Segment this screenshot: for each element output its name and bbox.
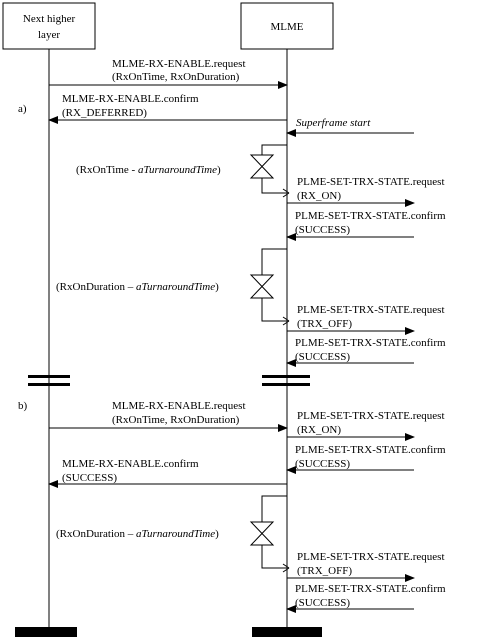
a-enable-request-message: MLME-RX-ENABLE.request (RxOnTime, RxOnDu… [49,58,288,89]
a-delay-2-label: (RxOnDuration – aTurnaroundTime) [56,281,219,293]
higher-layer-label-line1: Next higher [23,13,76,25]
higher-layer-box: Next higher layer [2,2,96,50]
a-enable-confirm-message: MLME-RX-ENABLE.confirm (RX_DEFERRED) [48,93,287,124]
a-set-trx-confirm-1-label: PLME-SET-TRX-STATE.confirm [295,210,446,222]
mlme-label: MLME [271,21,304,33]
a-set-trx-confirm-2-params: (SUCCESS) [295,351,350,363]
b-set-trx-confirm-2-message: PLME-SET-TRX-STATE.confirm (SUCCESS) [286,583,446,613]
b-delay-label: (RxOnDuration – aTurnaroundTime) [56,528,219,540]
a-set-trx-request-1-message: PLME-SET-TRX-STATE.request (RX_ON) [287,176,445,207]
b-enable-confirm-message: MLME-RX-ENABLE.confirm (SUCCESS) [48,458,287,488]
b-enable-request-message: MLME-RX-ENABLE.request (RxOnTime, RxOnDu… [49,400,288,432]
a-enable-request-label: MLME-RX-ENABLE.request [112,58,246,70]
mlme-box: MLME [240,2,334,50]
a-set-trx-confirm-2-message: PLME-SET-TRX-STATE.confirm (SUCCESS) [286,337,446,367]
b-set-trx-confirm-2-params: (SUCCESS) [295,597,350,609]
a-set-trx-confirm-2-label: PLME-SET-TRX-STATE.confirm [295,337,446,349]
a-set-trx-request-2-message: PLME-SET-TRX-STATE.request (TRX_OFF) [287,304,445,335]
b-set-trx-confirm-1-label: PLME-SET-TRX-STATE.confirm [295,444,446,456]
b-enable-confirm-params: (SUCCESS) [62,472,117,484]
b-delay-timer: (RxOnDuration – aTurnaroundTime) [56,495,290,573]
b-enable-request-params: (RxOnTime, RxOnDuration) [112,414,240,426]
a-set-trx-confirm-1-message: PLME-SET-TRX-STATE.confirm (SUCCESS) [286,210,446,241]
a-set-trx-request-2-params: (TRX_OFF) [297,318,352,330]
b-set-trx-request-2-message: PLME-SET-TRX-STATE.request (TRX_OFF) [287,551,445,582]
a-delay-1-timer: (RxOnTime - aTurnaroundTime) [76,144,290,198]
section-a-label: a) [18,103,27,115]
a-set-trx-request-1-params: (RX_ON) [297,190,341,202]
mlme-end-bar [252,627,322,637]
a-superframe-start-label: Superframe start [296,117,371,129]
a-enable-request-params: (RxOnTime, RxOnDuration) [112,71,240,83]
b-set-trx-request-2-params: (TRX_OFF) [297,565,352,577]
b-set-trx-confirm-2-label: PLME-SET-TRX-STATE.confirm [295,583,446,595]
b-set-trx-request-1-label: PLME-SET-TRX-STATE.request [297,410,445,422]
b-enable-request-label: MLME-RX-ENABLE.request [112,400,246,412]
higher-layer-label-line2: layer [38,29,60,41]
b-set-trx-request-2-label: PLME-SET-TRX-STATE.request [297,551,445,563]
a-delay-2-timer: (RxOnDuration – aTurnaroundTime) [56,248,290,326]
b-set-trx-confirm-1-message: PLME-SET-TRX-STATE.confirm (SUCCESS) [286,444,446,474]
a-set-trx-confirm-1-params: (SUCCESS) [295,224,350,236]
b-set-trx-confirm-1-params: (SUCCESS) [295,458,350,470]
b-set-trx-request-1-message: PLME-SET-TRX-STATE.request (RX_ON) [287,410,445,441]
a-delay-1-label: (RxOnTime - aTurnaroundTime) [76,164,221,176]
b-enable-confirm-label: MLME-RX-ENABLE.confirm [62,458,199,470]
b-set-trx-request-1-params: (RX_ON) [297,424,341,436]
lifeline-break [28,375,310,386]
a-set-trx-request-1-label: PLME-SET-TRX-STATE.request [297,176,445,188]
higher-layer-end-bar [15,627,77,637]
a-set-trx-request-2-label: PLME-SET-TRX-STATE.request [297,304,445,316]
section-b-label: b) [18,400,28,412]
a-superframe-start-message: Superframe start [286,117,414,137]
a-enable-confirm-label: MLME-RX-ENABLE.confirm [62,93,199,105]
a-enable-confirm-params: (RX_DEFERRED) [62,107,147,119]
